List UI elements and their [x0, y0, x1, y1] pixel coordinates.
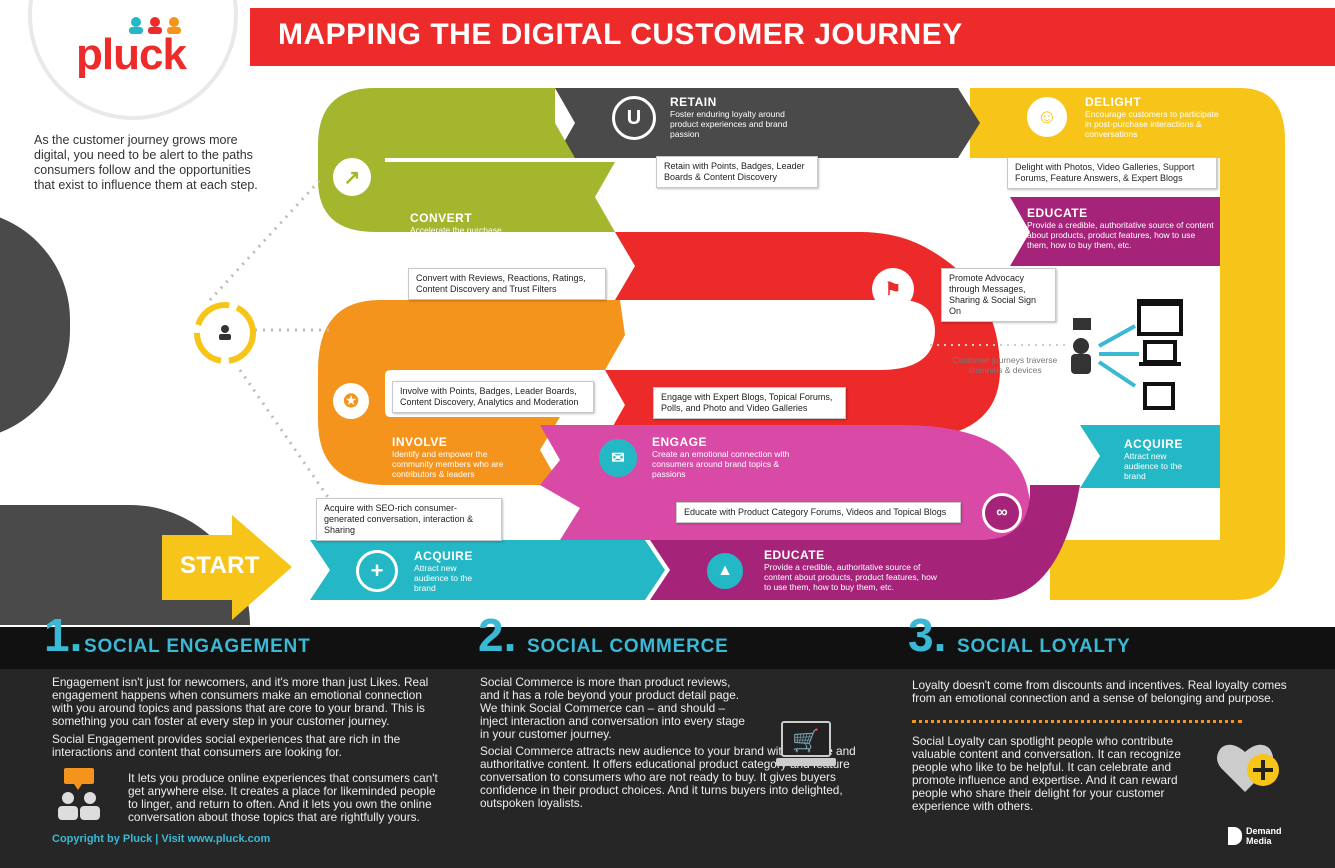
stage-advocate: ADVOCATE Encourage and enable word of mo… [740, 322, 865, 356]
journey-path [162, 88, 1285, 620]
channels-caption: Customer journeys traverse channels & de… [952, 355, 1058, 375]
stage-desc: Provide a credible, authoritative source… [1027, 220, 1214, 250]
link-icon: ∞ [982, 493, 1022, 533]
stage-acquire-start: ACQUIRE Attract new audience to the bran… [414, 549, 484, 593]
stage-desc: Provide a credible, authoritative source… [764, 562, 937, 592]
section-title: SOCIAL COMMERCE [527, 636, 729, 657]
plus-icon: + [356, 550, 398, 592]
callout-involve: Involve with Points, Badges, Leader Boar… [392, 381, 594, 413]
user-icon [217, 324, 233, 340]
callout-engage: Engage with Expert Blogs, Topical Forums… [653, 387, 846, 419]
stage-title: ADVOCATE [740, 322, 811, 336]
page-title: MAPPING THE DIGITAL CUSTOMER JOURNEY [278, 18, 963, 51]
stage-educate-top: EDUCATE Provide a credible, authoritativ… [1027, 206, 1217, 250]
intro-text: As the customer journey grows more digit… [34, 133, 258, 192]
trend-icon: ↗ [330, 155, 374, 199]
stage-title: DELIGHT [1085, 95, 1142, 109]
section-paragraph: Social Engagement provides social experi… [52, 732, 401, 759]
stage-desc: Foster enduring loyalty around product e… [670, 109, 788, 139]
section-paragraph: Loyalty doesn't come from discounts and … [912, 678, 1287, 705]
callout-retain: Retain with Points, Badges, Leader Board… [656, 156, 818, 188]
community-icon [50, 768, 110, 824]
section-title: SOCIAL ENGAGEMENT [84, 636, 311, 657]
stage-retain: RETAIN Foster enduring loyalty around pr… [670, 95, 810, 139]
start-label: START [180, 552, 260, 579]
graduation-icon: ▲ [704, 550, 746, 592]
svg-text:🛒: 🛒 [792, 728, 819, 754]
people-icon [126, 16, 184, 34]
chat-icon: ✉ [596, 436, 640, 480]
stage-involve: INVOLVE Identify and empower the communi… [392, 435, 507, 479]
callout-educate: Educate with Product Category Forums, Vi… [676, 502, 961, 523]
section-paragraph: Social Loyalty can spotlight people who … [912, 734, 1181, 813]
bottom-header [0, 627, 1335, 669]
heart-plus-icon [1215, 738, 1285, 796]
dotted-divider [912, 720, 1242, 723]
stage-title: RETAIN [670, 95, 717, 109]
channels-graphic [1065, 296, 1190, 414]
stage-title: INVOLVE [392, 435, 448, 449]
stage-title: ACQUIRE [414, 549, 473, 563]
stage-desc: Encourage and enable word of mouth outsi… [740, 336, 856, 356]
stage-desc: Accelerate the purchase process [410, 225, 502, 245]
section-number: 3. [908, 609, 947, 661]
medal-icon: ✪ [330, 380, 372, 422]
stage-educate-bottom: EDUCATE Provide a credible, authoritativ… [764, 548, 939, 592]
section-number: 2. [478, 609, 517, 661]
callout-advocacy: Promote Advocacy through Messages, Shari… [941, 268, 1056, 322]
stage-acquire-right: ACQUIRE Attract new audience to the bran… [1124, 437, 1196, 481]
callout-delight: Delight with Photos, Video Galleries, Su… [1007, 157, 1217, 189]
section-paragraph: Social Commerce attracts new audience to… [480, 744, 856, 810]
callout-convert: Convert with Reviews, Reactions, Ratings… [408, 268, 606, 300]
logo[interactable]: pluck [76, 30, 187, 79]
stage-desc: Attract new audience to the brand [1124, 451, 1183, 481]
stage-title: EDUCATE [764, 548, 825, 562]
stage-title: ACQUIRE [1124, 437, 1183, 451]
partner-logo: Demand Media [1228, 826, 1294, 846]
magnet-icon: U [612, 96, 656, 140]
stage-title: CONVERT [410, 211, 473, 225]
section-paragraph: It lets you produce online experiences t… [128, 771, 438, 824]
stage-title: EDUCATE [1027, 206, 1088, 220]
partner-name: Demand Media [1246, 826, 1282, 846]
stage-desc: Identify and empower the community membe… [392, 449, 504, 479]
section-title: SOCIAL LOYALTY [957, 636, 1131, 657]
smile-icon: ☺ [1024, 94, 1070, 140]
header [0, 0, 1335, 68]
stage-desc: Create an emotional connection with cons… [652, 449, 790, 479]
section-number: 1. [44, 609, 83, 661]
callout-acquire: Acquire with SEO-rich consumer-generated… [316, 498, 502, 541]
title-bar [250, 8, 1335, 66]
d-logo-icon [1228, 827, 1242, 845]
stage-desc: Attract new audience to the brand [414, 563, 473, 593]
stage-desc: Encourage customers to participate in po… [1085, 109, 1219, 139]
megaphone-icon: ⚑ [872, 268, 914, 310]
stage-title: ENGAGE [652, 435, 708, 449]
section-paragraph: Engagement isn't just for newcomers, and… [52, 675, 429, 728]
stage-convert: CONVERT Accelerate the purchase process [410, 211, 510, 245]
section-paragraph: Social Commerce is more than product rev… [480, 675, 745, 741]
stage-delight: DELIGHT Encourage customers to participa… [1085, 95, 1220, 139]
footer-copyright[interactable]: Copyright by Pluck | Visit www.pluck.com [52, 833, 271, 845]
stage-engage: ENGAGE Create an emotional connection wi… [652, 435, 792, 479]
cart-laptop-icon: 🛒 [776, 718, 836, 776]
